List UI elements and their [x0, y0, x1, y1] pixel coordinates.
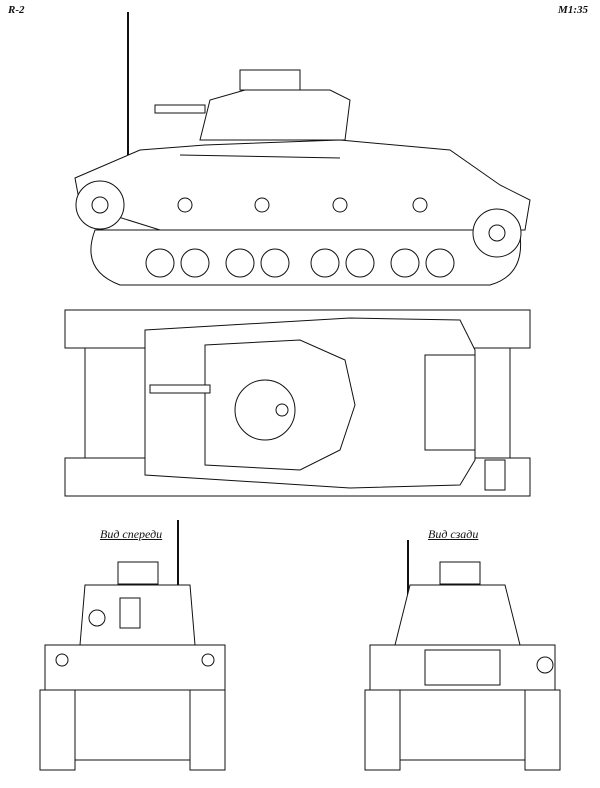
rear-hatch — [424, 649, 501, 686]
headlight — [55, 653, 69, 667]
road-wheel — [310, 248, 340, 278]
side-view — [74, 12, 531, 286]
front-view-title: Вид спереди — [100, 527, 163, 541]
gun-mantlet — [88, 609, 106, 627]
road-wheel — [225, 248, 255, 278]
headlight — [201, 653, 215, 667]
road-wheel — [260, 248, 290, 278]
cupola-rear — [439, 561, 481, 585]
front-view — [39, 520, 226, 771]
visor — [119, 597, 141, 629]
road-wheel — [145, 248, 175, 278]
engine-deck — [424, 354, 476, 451]
cupola-top — [234, 379, 296, 441]
rear-drum — [536, 656, 554, 674]
track-front-right — [189, 689, 226, 771]
return-roller — [177, 197, 193, 213]
top-view — [64, 309, 531, 497]
lower-hull-rear — [389, 689, 531, 761]
idler-hub — [488, 224, 506, 242]
road-wheel — [345, 248, 375, 278]
return-roller — [412, 197, 428, 213]
rear-view-title: Вид сзади — [428, 527, 479, 541]
gun-top — [149, 384, 211, 394]
scale-label: M1:35 — [558, 4, 588, 16]
cupola — [239, 69, 301, 91]
cupola-front — [117, 561, 159, 585]
model-label: R-2 — [8, 4, 25, 16]
road-wheel — [180, 248, 210, 278]
turret-side — [199, 89, 351, 141]
return-roller — [254, 197, 270, 213]
turret-rear — [394, 584, 521, 646]
fender-line — [179, 154, 341, 159]
gun-barrel — [154, 104, 206, 114]
track-rear-left — [364, 689, 401, 771]
track-front-left — [39, 689, 76, 771]
rear-view — [364, 540, 561, 771]
road-wheel — [390, 248, 420, 278]
road-wheel — [425, 248, 455, 278]
lower-hull-front — [64, 689, 206, 761]
hull-side — [74, 139, 531, 231]
return-roller — [332, 197, 348, 213]
sprocket-hub — [91, 196, 109, 214]
exhaust-grille — [484, 459, 506, 491]
hull-front — [44, 644, 226, 691]
hatch-top — [275, 403, 289, 417]
track-rear-right — [524, 689, 561, 771]
